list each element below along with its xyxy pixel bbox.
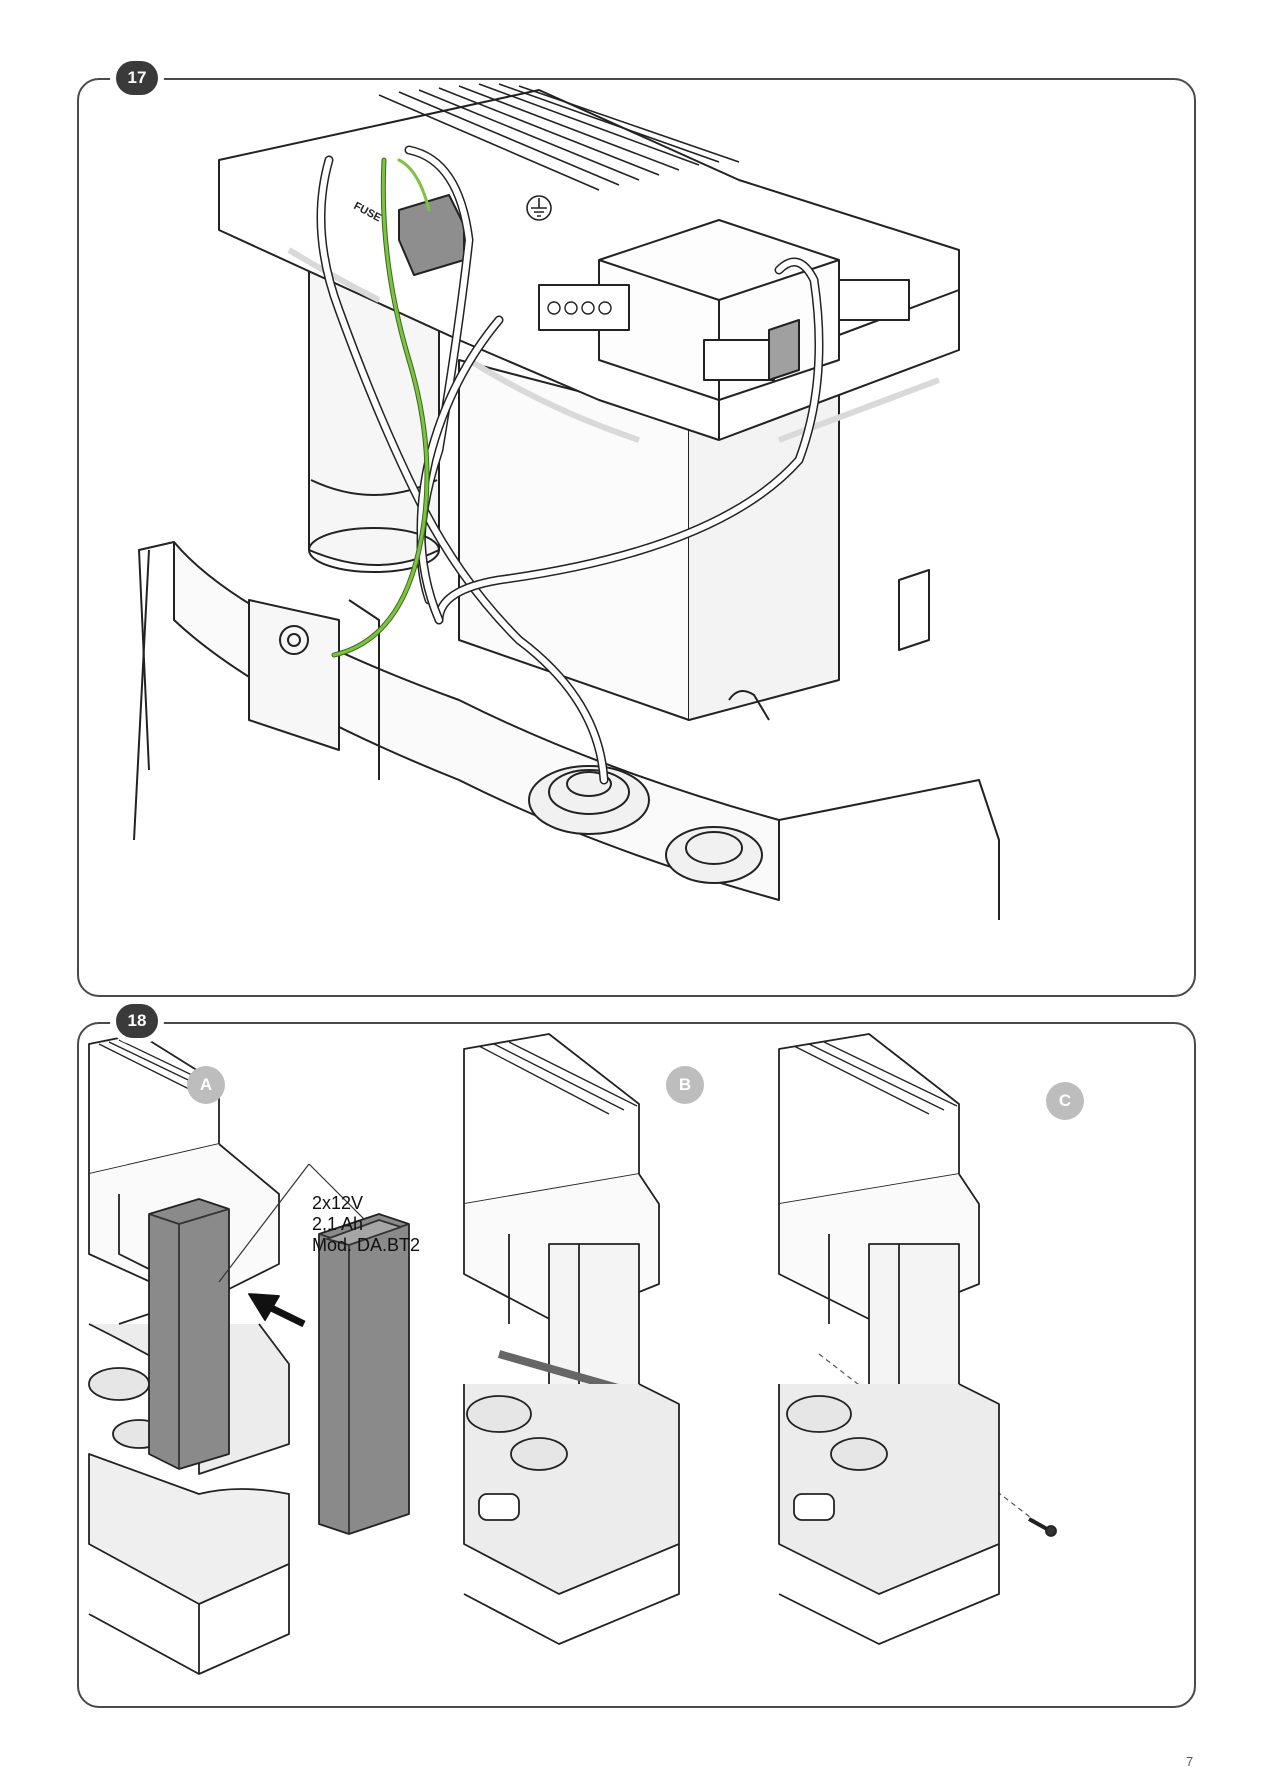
panel-c-drawing [778,1033,1057,1645]
figure-18-frame [77,1022,1196,1708]
figure-17-badge: 17 [116,61,158,95]
battery-spec-callout: 2x12V 2,1 Ah Mod. DA.BT2 [312,1193,420,1256]
battery-capacity: 2,1 Ah [312,1214,364,1234]
panel-a-label: A [187,1066,225,1104]
panel-b-label: B [666,1066,704,1104]
panel-a-drawing [88,1033,290,1675]
figure-18-illustration [88,1033,1057,1675]
panel-b-drawing [463,1033,680,1645]
ground-symbol-icon [526,195,552,221]
page-number: 7 [1186,1754,1194,1769]
figure-18-badge: 18 [116,1004,158,1038]
figure-17-frame: FUSE [77,78,1196,997]
battery-drawing [318,1213,410,1535]
battery-model: Mod. DA.BT2 [312,1235,421,1255]
battery-voltage: 2x12V [312,1193,364,1213]
figure-17-illustration: FUSE [133,83,1000,920]
panel-c-label: C [1046,1082,1084,1120]
